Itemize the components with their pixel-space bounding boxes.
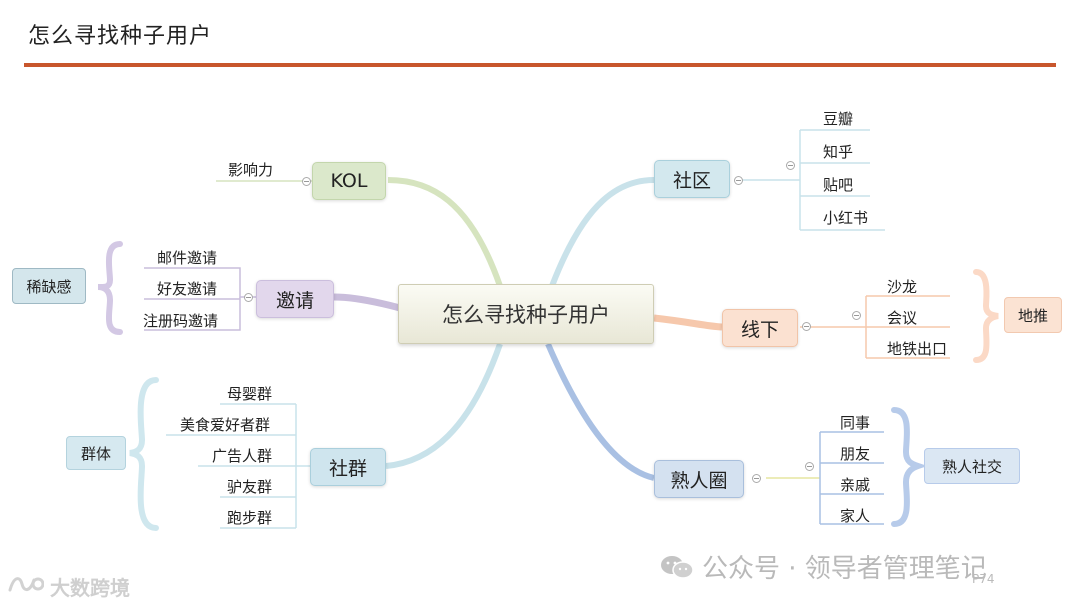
connector-community [549, 177, 655, 288]
leaf-acquaint-1[interactable]: 朋友 [840, 445, 871, 463]
page-number: P74 [972, 572, 995, 586]
central-topic[interactable]: 怎么寻找种子用户 [398, 284, 654, 344]
brace-group [129, 377, 159, 531]
leaf-group-2[interactable]: 广告人群 [212, 447, 273, 465]
leaf-acquaint-0[interactable]: 同事 [840, 414, 871, 432]
connector-offline [653, 314, 723, 331]
title-divider [24, 63, 1056, 67]
wechat-icon [660, 554, 694, 580]
leaf-offline-1[interactable]: 会议 [887, 309, 918, 327]
group-audience[interactable]: 群体 [66, 436, 126, 470]
brand-logo-text: 大数跨境 [50, 576, 130, 600]
collapse-acquaint-icon[interactable] [752, 474, 761, 483]
brand-logo-icon [8, 574, 45, 599]
connector-invite [333, 293, 401, 312]
topic-community-group[interactable]: 社群 [310, 448, 386, 486]
leaf-invite-1[interactable]: 好友邀请 [157, 280, 218, 298]
collapse-kol-icon[interactable] [302, 177, 311, 186]
topic-kol[interactable]: KOL [312, 162, 386, 200]
connector-group [385, 343, 503, 469]
group-street-promo[interactable]: 地推 [1004, 297, 1062, 333]
connector-acquaint [545, 342, 655, 481]
brace-invite [97, 241, 123, 335]
leaf-forum-3[interactable]: 小红书 [823, 209, 869, 227]
group-social[interactable]: 熟人社交 [924, 448, 1020, 484]
leaf-kol-0[interactable]: 影响力 [228, 161, 274, 179]
brace-offline [973, 269, 999, 363]
topic-offline[interactable]: 线下 [722, 309, 798, 347]
leaf-invite-0[interactable]: 邮件邀请 [157, 249, 218, 267]
leaf-group-3[interactable]: 驴友群 [227, 478, 273, 496]
connector-kol [387, 177, 503, 287]
group-scarcity[interactable]: 稀缺感 [12, 268, 86, 304]
leaf-acquaint-3[interactable]: 家人 [840, 507, 871, 525]
leaf-group-0[interactable]: 母婴群 [227, 385, 273, 403]
leaf-forum-1[interactable]: 知乎 [823, 143, 854, 161]
page-title: 怎么寻找种子用户 [28, 24, 213, 49]
leaf-offline-2[interactable]: 地铁出口 [887, 340, 948, 358]
watermark-text: 公众号 · 领导者管理笔记 [702, 554, 987, 584]
topic-forum[interactable]: 社区 [654, 160, 730, 198]
leaf-forum-2[interactable]: 贴吧 [823, 176, 854, 194]
collapse-forum-leaves-icon[interactable] [786, 161, 795, 170]
leaf-forum-0[interactable]: 豆瓣 [823, 110, 854, 128]
collapse-invite-icon[interactable] [244, 293, 253, 302]
leaf-group-1[interactable]: 美食爱好者群 [180, 416, 271, 434]
collapse-acquaint-leaves-icon[interactable] [805, 462, 814, 471]
leaf-acquaint-2[interactable]: 亲戚 [840, 476, 871, 494]
brace-acquaint [891, 407, 928, 527]
collapse-offline-icon[interactable] [802, 322, 811, 331]
topic-acquaintances[interactable]: 熟人圈 [654, 460, 744, 498]
brand-logo: 大数跨境 [8, 572, 130, 601]
collapse-offline-leaves-icon[interactable] [852, 311, 861, 320]
leaf-invite-2[interactable]: 注册码邀请 [143, 312, 219, 330]
leaf-group-4[interactable]: 跑步群 [227, 509, 273, 527]
topic-invite[interactable]: 邀请 [256, 280, 334, 318]
leaf-offline-0[interactable]: 沙龙 [887, 278, 918, 296]
watermark: 公众号 · 领导者管理笔记 [660, 548, 987, 585]
collapse-forum-icon[interactable] [734, 176, 743, 185]
